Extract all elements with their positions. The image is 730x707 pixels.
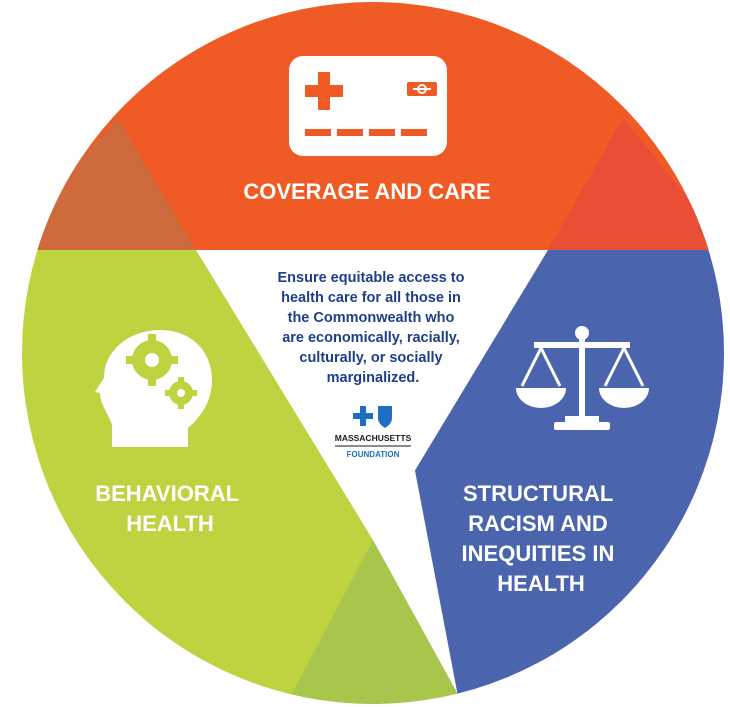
blue-cross-blue-shield-icon (353, 406, 392, 428)
structural-line-1: STRUCTURAL (463, 481, 613, 506)
behavioral-health-label: BEHAVIORAL HEALTH (95, 481, 245, 536)
blend-top-right (548, 118, 724, 250)
blend-bottom (285, 540, 465, 704)
center-line-4: are economically, racially, (282, 330, 460, 346)
center-line-6: marginalized. (327, 370, 420, 386)
structural-line-3: INEQUITIES IN (462, 541, 615, 566)
scales-of-justice-icon (516, 326, 649, 430)
center-statement: Ensure equitable access to health care f… (278, 270, 469, 386)
head-with-gears-icon (95, 330, 212, 447)
center-triangle (196, 250, 548, 540)
behavioral-line-2: HEALTH (126, 511, 214, 536)
structural-line-2: RACISM AND (468, 511, 608, 536)
structural-line-4: HEALTH (497, 571, 585, 596)
center-line-3: the Commonwealth who (288, 310, 455, 326)
structural-racism-label: STRUCTURAL RACISM AND INEQUITIES IN HEAL… (462, 481, 621, 596)
center-line-1: Ensure equitable access to (278, 270, 465, 286)
logo-subtitle: FOUNDATION (347, 450, 400, 459)
health-insurance-card-icon (289, 56, 447, 156)
coverage-and-care-label: COVERAGE AND CARE (243, 179, 490, 204)
behavioral-line-1: BEHAVIORAL (95, 481, 238, 506)
logo-wordmark: MASSACHUSETTS (335, 433, 412, 443)
center-line-2: health care for all those in (281, 290, 461, 306)
center-line-5: culturally, or socially (299, 350, 442, 366)
